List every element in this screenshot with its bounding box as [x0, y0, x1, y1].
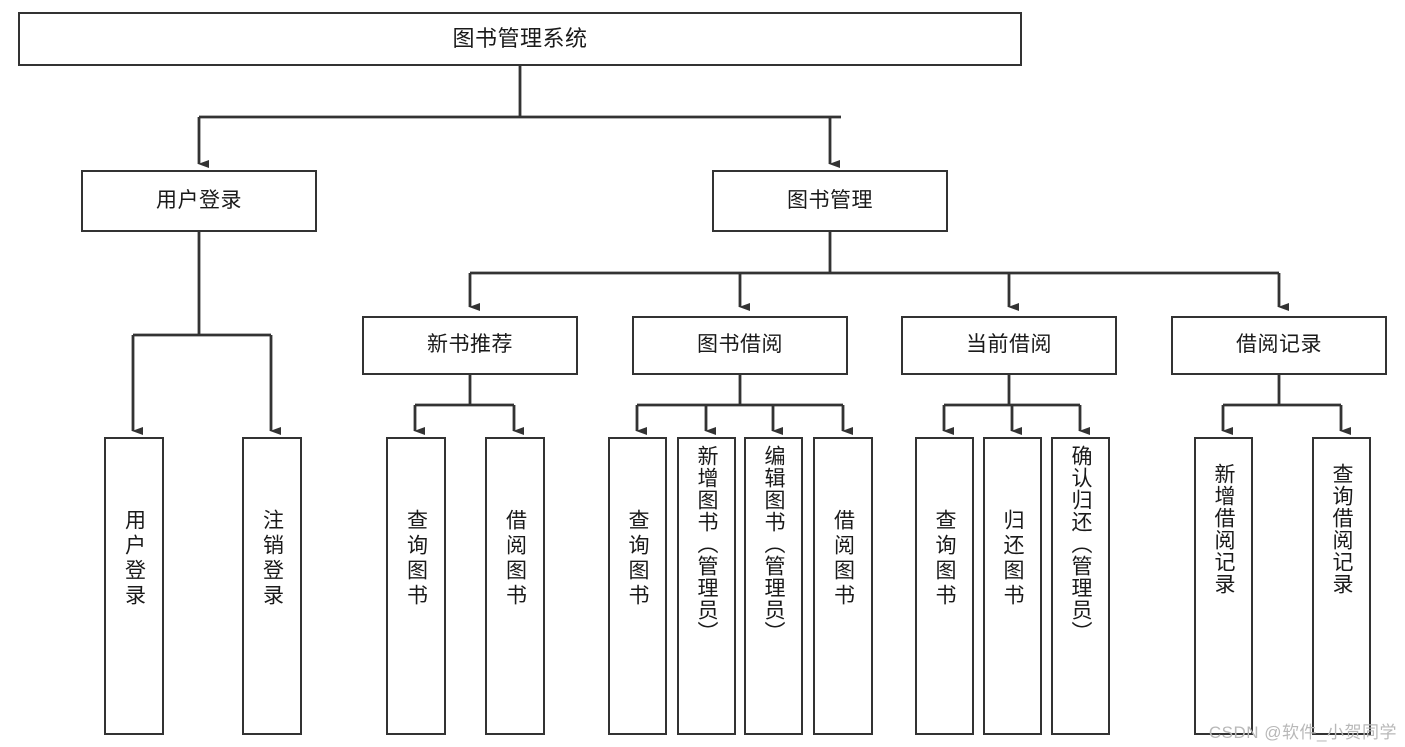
leaf-add-borrow-record[interactable]: 新增借阅记录 [1194, 437, 1253, 735]
leaf-query-book-recommend[interactable]: 查询图书 [386, 437, 446, 735]
leaf-logout[interactable]: 注销登录 [242, 437, 302, 735]
node-book-borrow[interactable]: 图书借阅 [632, 316, 848, 375]
node-label: 图书管理 [787, 188, 873, 212]
node-label: 查询图书 [933, 509, 956, 609]
node-root-system[interactable]: 图书管理系统 [18, 12, 1022, 66]
leaf-edit-book-admin[interactable]: 编辑图书（管理员） [744, 437, 803, 735]
leaf-query-borrow-record[interactable]: 查询借阅记录 [1312, 437, 1371, 735]
node-user-login[interactable]: 用户登录 [81, 170, 317, 232]
node-label: 查询图书 [404, 509, 428, 609]
leaf-borrow-book[interactable]: 借阅图书 [813, 437, 873, 735]
leaf-query-book-current[interactable]: 查询图书 [915, 437, 974, 735]
node-label: 新增借阅记录 [1212, 463, 1235, 595]
node-label: 当前借阅 [966, 333, 1052, 357]
leaf-user-login[interactable]: 用户登录 [104, 437, 164, 735]
node-label: 查询借阅记录 [1330, 463, 1353, 595]
leaf-add-book-admin[interactable]: 新增图书（管理员） [677, 437, 736, 735]
node-new-book-recommend[interactable]: 新书推荐 [362, 316, 578, 375]
node-label: 新增图书（管理员） [695, 445, 718, 643]
node-label: 借阅记录 [1236, 333, 1322, 357]
node-label: 归还图书 [1001, 509, 1024, 609]
leaf-query-book-borrow[interactable]: 查询图书 [608, 437, 667, 735]
node-label: 用户登录 [122, 509, 146, 609]
leaf-return-book[interactable]: 归还图书 [983, 437, 1042, 735]
node-label: 借阅图书 [831, 509, 855, 609]
node-book-management[interactable]: 图书管理 [712, 170, 948, 232]
node-label: 图书管理系统 [452, 26, 588, 52]
watermark: CSDN @软件_小贺同学 [1208, 723, 1397, 742]
node-label: 查询图书 [626, 509, 649, 609]
leaf-borrow-book-recommend[interactable]: 借阅图书 [485, 437, 545, 735]
node-borrow-records[interactable]: 借阅记录 [1171, 316, 1387, 375]
node-label: 用户登录 [156, 188, 242, 212]
node-label: 确认归还（管理员） [1069, 445, 1092, 643]
node-label: 注销登录 [260, 509, 284, 609]
node-current-borrow[interactable]: 当前借阅 [901, 316, 1117, 375]
leaf-confirm-return-admin[interactable]: 确认归还（管理员） [1051, 437, 1110, 735]
node-label: 借阅图书 [503, 509, 527, 609]
node-label: 图书借阅 [697, 333, 783, 357]
node-label: 编辑图书（管理员） [762, 445, 785, 643]
node-label: 新书推荐 [427, 333, 513, 357]
